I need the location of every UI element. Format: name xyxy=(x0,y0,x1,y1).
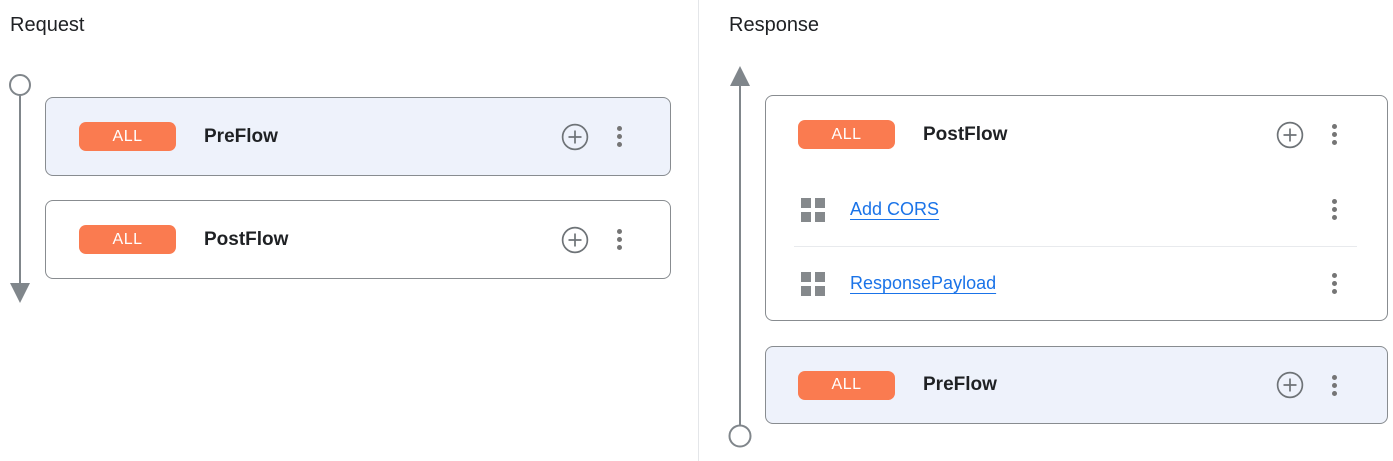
panel-divider xyxy=(698,0,699,461)
condition-badge: ALL xyxy=(798,120,895,149)
request-postflow-card[interactable]: ALL PostFlow xyxy=(45,200,671,279)
add-policy-icon[interactable] xyxy=(561,123,589,151)
response-postflow-card: ALL PostFlow Add CORS ResponsePayload xyxy=(765,95,1388,321)
response-preflow-card[interactable]: ALL PreFlow xyxy=(765,346,1388,424)
policy-row: ResponsePayload xyxy=(766,247,1387,320)
add-policy-icon[interactable] xyxy=(1276,371,1304,399)
more-options-icon[interactable] xyxy=(1330,374,1339,397)
add-policy-icon[interactable] xyxy=(1276,121,1304,149)
more-options-icon[interactable] xyxy=(1330,272,1339,295)
more-options-icon[interactable] xyxy=(1330,123,1339,146)
flow-name: PreFlow xyxy=(204,125,278,147)
response-postflow-header[interactable]: ALL PostFlow xyxy=(766,96,1387,173)
response-panel-title: Response xyxy=(729,14,820,36)
row-divider xyxy=(794,246,1357,247)
condition-badge: ALL xyxy=(798,370,895,400)
flow-name: PostFlow xyxy=(204,228,289,250)
request-preflow-card[interactable]: ALL PreFlow xyxy=(45,97,671,176)
policy-link-responsepayload[interactable]: ResponsePayload xyxy=(850,273,997,293)
response-timeline-arrow xyxy=(728,66,752,448)
request-timeline-arrow xyxy=(9,74,31,303)
policy-grid-icon xyxy=(801,197,825,222)
condition-badge: ALL xyxy=(79,225,176,254)
condition-badge: ALL xyxy=(79,122,176,151)
add-policy-icon[interactable] xyxy=(561,226,589,254)
request-panel-title: Request xyxy=(10,14,85,36)
more-options-icon[interactable] xyxy=(1330,198,1339,221)
policy-grid-icon xyxy=(801,271,825,296)
more-options-icon[interactable] xyxy=(615,125,624,148)
policy-row: Add CORS xyxy=(766,173,1387,246)
flow-name: PreFlow xyxy=(923,374,997,395)
policy-link-add-cors[interactable]: Add CORS xyxy=(850,199,940,219)
flow-name: PostFlow xyxy=(923,123,1008,145)
more-options-icon[interactable] xyxy=(615,228,624,251)
